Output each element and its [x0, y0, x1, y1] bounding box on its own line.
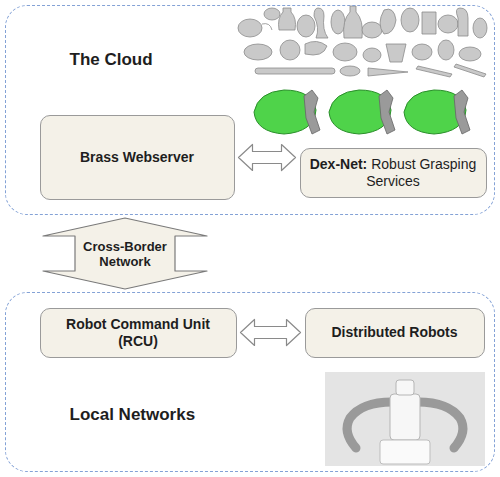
process-box: Distributed Robots [305, 308, 485, 358]
region-title: The Cloud [70, 50, 153, 70]
box-text-wrap: Robot Command Unit (RCU) [49, 316, 228, 350]
process-box: Robot Command Unit (RCU) [40, 308, 237, 358]
box-label: Dex-Net: [310, 156, 368, 172]
grasp-renderings [254, 90, 470, 134]
box-text-wrap: Dex-Net:Robust Grasping Services [309, 156, 478, 190]
box-label: Distributed Robots [332, 324, 458, 340]
box-label: Robot Command Unit (RCU) [66, 316, 210, 349]
process-box: Dex-Net:Robust Grasping Services [300, 148, 487, 198]
box-text-wrap: Brass Webserver [80, 149, 194, 166]
box-text-wrap: Distributed Robots [332, 324, 458, 341]
robot-photo [325, 372, 485, 466]
network-region: The CloudBrass Webserver Dex-Net:Robust G… [5, 5, 495, 215]
network-region: Local Networks Robot Command Unit (RCU) Di… [5, 292, 495, 472]
process-box: Brass Webserver [40, 115, 235, 200]
region-title: Local Networks [70, 405, 196, 425]
edge-label: Cross-Border Network [77, 239, 173, 269]
double-arrow [239, 145, 296, 171]
box-label: Brass Webserver [80, 149, 194, 165]
double-arrow [43, 218, 207, 289]
double-arrow [241, 320, 301, 346]
object-models [238, 6, 487, 77]
box-label: Robust Grasping Services [366, 156, 476, 189]
